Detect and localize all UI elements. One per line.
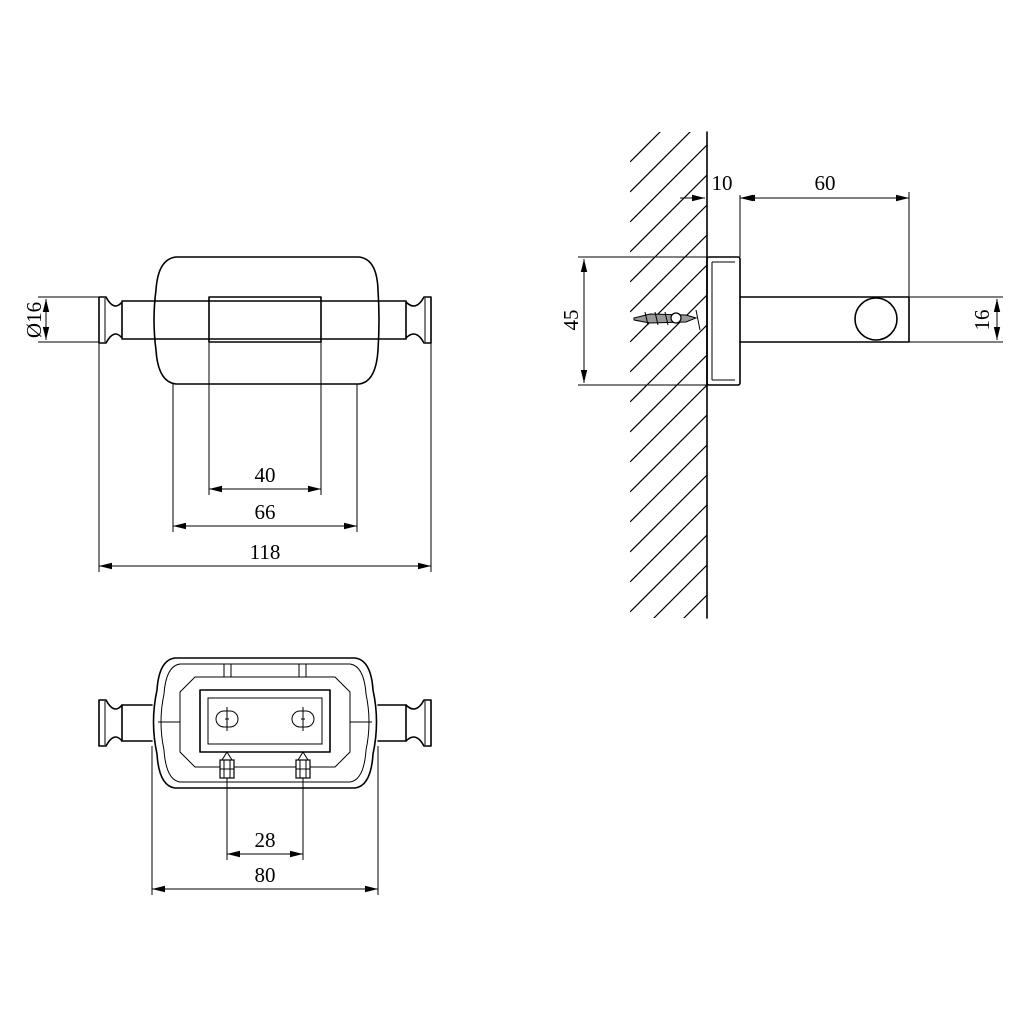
mounting-bracket-inner	[207, 697, 323, 745]
dim-plate-height-label: 45	[559, 310, 583, 331]
back-view: 28 80	[98, 657, 432, 895]
dim-center-bar-label: 40	[255, 463, 276, 487]
mounting-bracket	[199, 689, 331, 753]
back-left-end-cap	[98, 699, 153, 747]
dim-center-bar: 40	[208, 342, 322, 495]
front-view: Ø16 40 66 118	[22, 256, 432, 572]
back-top-tabs	[223, 663, 307, 678]
dim-back-plate-width-label: 80	[255, 863, 276, 887]
dim-back-plate-width: 80	[151, 746, 379, 895]
dim-bar-diameter-label: 16	[970, 310, 994, 331]
dim-plate-width-label: 66	[255, 500, 276, 524]
wall-hatch	[630, 132, 707, 618]
set-screw-left	[219, 751, 235, 779]
back-recess-outline	[179, 676, 351, 768]
front-center-block	[208, 296, 322, 343]
dim-plate-thickness-label: 10	[712, 171, 733, 195]
dim-projection-label: 60	[815, 171, 836, 195]
front-left-end-cap	[98, 296, 123, 344]
dim-plate-width: 66	[172, 384, 358, 532]
dim-diameter-label: Ø16	[22, 302, 46, 338]
front-right-end-cap	[405, 296, 432, 344]
dim-plate-thickness: 10	[680, 171, 760, 257]
dim-projection: 60	[740, 171, 910, 297]
bracket-slot-right	[291, 707, 315, 731]
back-inner-plate	[160, 663, 370, 783]
side-end-cap-circle	[854, 297, 898, 341]
dim-overall-width: 118	[98, 343, 432, 572]
dim-plate-height: 45	[559, 256, 707, 386]
dim-overall-width-label: 118	[250, 540, 281, 564]
back-right-end-cap	[377, 699, 432, 747]
side-bar	[739, 296, 910, 343]
dim-screw-spacing-label: 28	[255, 828, 276, 852]
set-screw-right	[295, 751, 311, 779]
dim-diameter: Ø16	[22, 296, 99, 343]
back-outer-plate	[152, 657, 378, 789]
bracket-slot-left	[215, 707, 239, 731]
anchor-screw	[633, 309, 701, 331]
side-view: 10 60 45 16	[559, 131, 1003, 619]
dim-bar-diameter: 16	[909, 296, 1003, 343]
front-bar	[121, 300, 407, 340]
dim-screw-spacing: 28	[226, 778, 304, 860]
side-wall-plate	[706, 256, 741, 386]
front-wall-plate	[153, 256, 380, 385]
